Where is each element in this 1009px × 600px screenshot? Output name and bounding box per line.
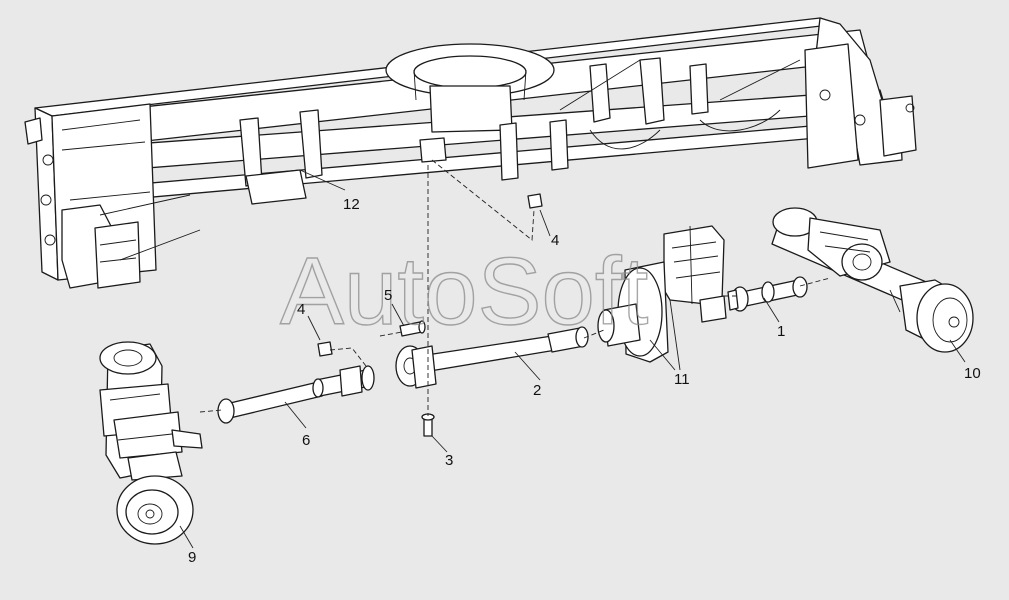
callout-11: 11 (674, 371, 690, 388)
transfer-case (597, 225, 727, 363)
callout-6: 6 (302, 432, 310, 449)
front-steering-axle (99, 341, 203, 545)
rear-drive-axle (771, 207, 974, 353)
bolt-3 (421, 413, 435, 437)
propeller-shaft-middle (395, 326, 589, 389)
assembly-lines (199, 159, 831, 416)
callout-2: 2 (533, 382, 541, 399)
callout-4-upper: 4 (551, 232, 559, 249)
callout-10: 10 (964, 365, 981, 382)
callout-4-lower: 4 (297, 301, 305, 318)
nut-4-lower (317, 341, 333, 357)
callout-12: 12 (343, 196, 360, 213)
callout-9: 9 (188, 549, 196, 566)
leader-lines (179, 169, 966, 549)
frame-assembly (24, 17, 917, 289)
watermark-text: AutoSoft (280, 238, 648, 345)
bolt-5 (399, 320, 426, 337)
propeller-shaft-rear (727, 276, 808, 312)
callout-1: 1 (777, 323, 785, 340)
nut-4-upper (527, 193, 543, 209)
callout-5: 5 (384, 287, 392, 304)
callout-3: 3 (445, 452, 453, 469)
propeller-shaft-front (217, 365, 375, 424)
